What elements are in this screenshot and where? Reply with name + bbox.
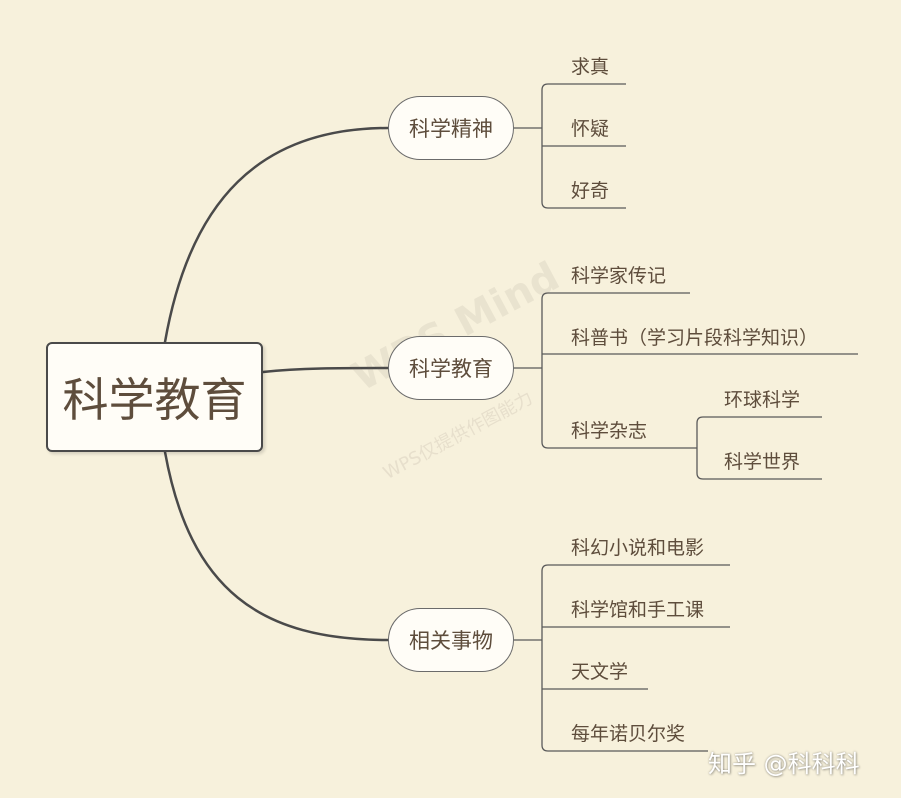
- branch-node-spirit[interactable]: 科学精神: [388, 96, 514, 160]
- leaf-node[interactable]: 科普书（学习片段科学知识）: [571, 327, 819, 349]
- leaf-node[interactable]: 怀疑: [571, 118, 610, 140]
- leaf-node[interactable]: 每年诺贝尔奖: [571, 723, 686, 745]
- branch-node-education[interactable]: 科学教育: [388, 336, 514, 400]
- leaf-node[interactable]: 科学杂志: [571, 420, 648, 442]
- bracket-branch-2: [514, 292, 549, 449]
- leaf-node[interactable]: 好奇: [571, 180, 610, 202]
- leaf-node[interactable]: 科学馆和手工课: [571, 599, 705, 621]
- connector-root-branch-2: [261, 366, 390, 374]
- bracket-sub-magazines: [696, 416, 704, 480]
- leaf-node[interactable]: 天文学: [571, 661, 629, 683]
- leaf-node[interactable]: 科幻小说和电影: [571, 537, 705, 559]
- connector-root-branch-3: [163, 450, 390, 642]
- branch-node-related[interactable]: 相关事物: [388, 608, 514, 672]
- connector-root-branch-1: [163, 126, 390, 344]
- author-credit: 知乎 @科科科: [708, 750, 860, 778]
- subleaf-node[interactable]: 环球科学: [724, 389, 801, 411]
- subleaf-node[interactable]: 科学世界: [724, 451, 801, 473]
- root-node[interactable]: 科学教育: [46, 342, 263, 452]
- leaf-node[interactable]: 求真: [571, 56, 610, 78]
- bracket-branch-3: [514, 564, 549, 752]
- leaf-node[interactable]: 科学家传记: [571, 265, 667, 287]
